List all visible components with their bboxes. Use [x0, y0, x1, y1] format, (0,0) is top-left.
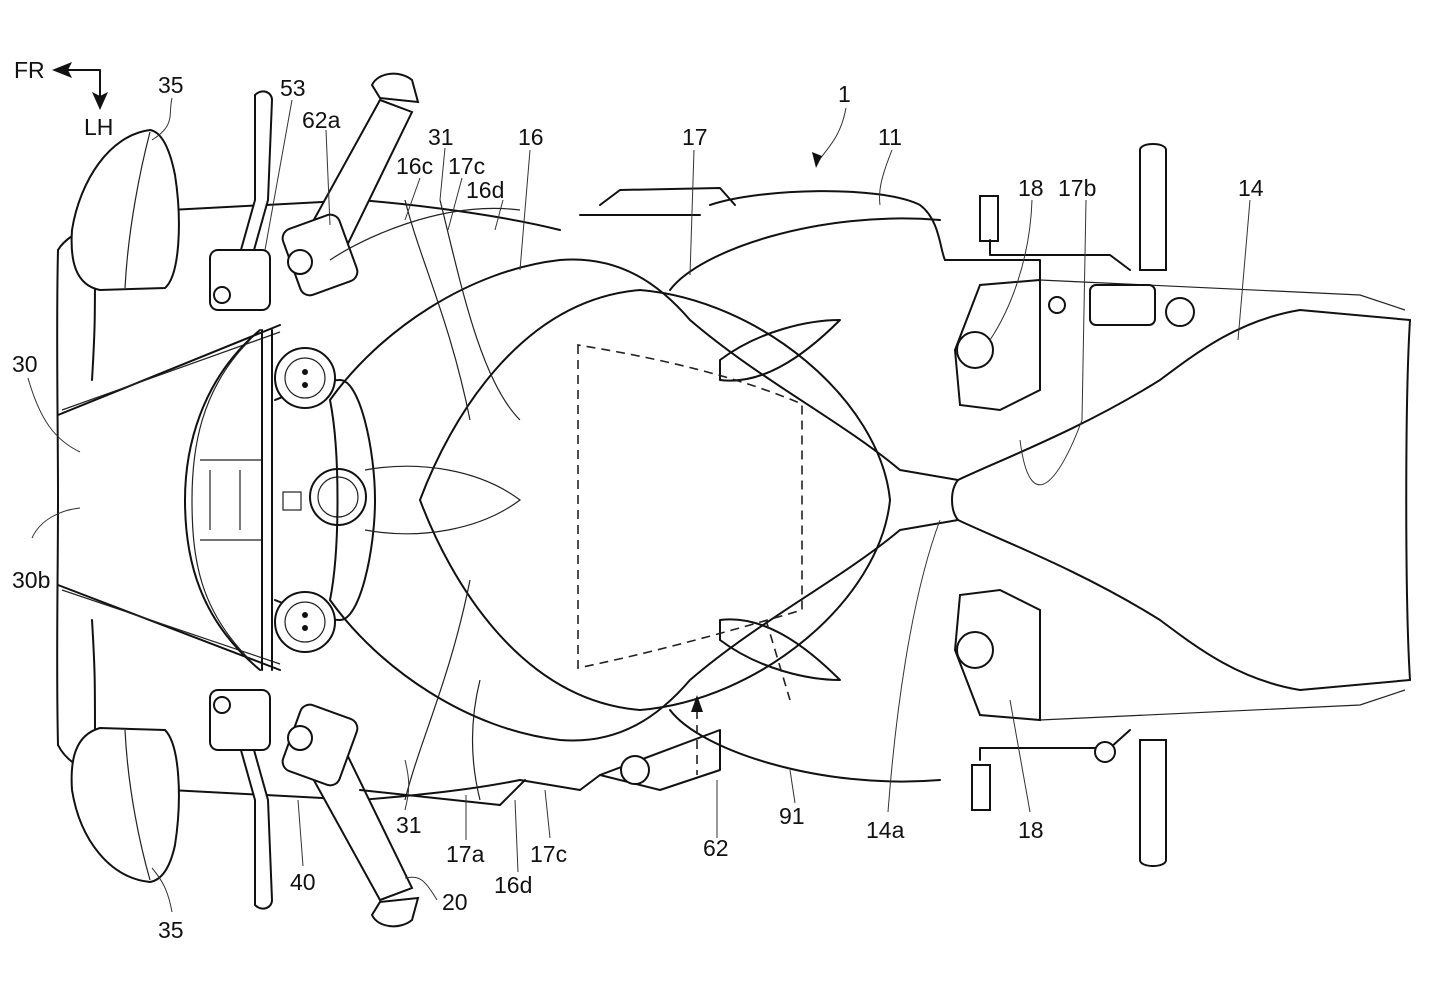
lower-components — [359, 729, 721, 806]
direction-arrow-lines — [55, 69, 101, 103]
direction-fr-label: FR — [14, 57, 45, 83]
label-16: 16 — [518, 124, 544, 150]
top-bridge — [184, 329, 376, 671]
label-16d-bottom: 16d — [494, 872, 532, 898]
label-20: 20 — [442, 889, 468, 915]
fuel-tank — [329, 199, 959, 801]
reference-labels: 35 53 62a 31 16c 17c 16 16d 17 1 11 18 1… — [12, 72, 1264, 943]
label-17c-top: 17c — [448, 153, 485, 179]
pivot-plate-bottom — [953, 588, 1131, 811]
arrow-left-icon — [52, 62, 72, 78]
mirror-top — [70, 128, 180, 292]
footpeg-top — [1048, 143, 1195, 327]
label-1: 1 — [838, 81, 851, 107]
label-91: 91 — [779, 803, 805, 829]
direction-lh-label: LH — [84, 114, 113, 140]
footpeg-bottom — [1094, 739, 1167, 867]
label-31-top: 31 — [428, 124, 454, 150]
display-region-outline — [577, 344, 803, 669]
label-17b: 17b — [1058, 175, 1096, 201]
label-14a: 14a — [866, 817, 905, 843]
label-14: 14 — [1238, 175, 1264, 201]
direction-indicator: FR LH — [14, 57, 113, 140]
seat-and-rear-frame — [579, 187, 1411, 721]
label-35-bottom: 35 — [158, 917, 184, 943]
label-11: 11 — [878, 124, 902, 150]
label-17c-bottom: 17c — [530, 841, 567, 867]
mirror-bottom — [70, 726, 180, 884]
pivot-plate-top — [953, 195, 1131, 412]
label-18-top: 18 — [1018, 175, 1044, 201]
label-40: 40 — [290, 869, 316, 895]
view-arrow-head-icon — [691, 695, 703, 712]
label-17: 17 — [682, 124, 708, 150]
label-35-top: 35 — [158, 72, 184, 98]
label-62a: 62a — [302, 107, 341, 133]
label-16d-top: 16d — [466, 177, 504, 203]
label-16c: 16c — [396, 153, 433, 179]
clutch-lever — [209, 90, 274, 311]
label-53: 53 — [280, 75, 306, 101]
handlebar-right — [281, 703, 420, 928]
label-17a: 17a — [446, 841, 485, 867]
label-31-bottom: 31 — [396, 812, 422, 838]
handlebar-left — [281, 72, 420, 297]
label-62: 62 — [703, 835, 729, 861]
label-30: 30 — [12, 351, 38, 377]
label-30b: 30b — [12, 567, 50, 593]
brake-lever — [209, 689, 274, 910]
label-18-bottom: 18 — [1018, 817, 1044, 843]
leader-lines — [27, 97, 1251, 913]
arrow-down-icon — [92, 92, 108, 110]
